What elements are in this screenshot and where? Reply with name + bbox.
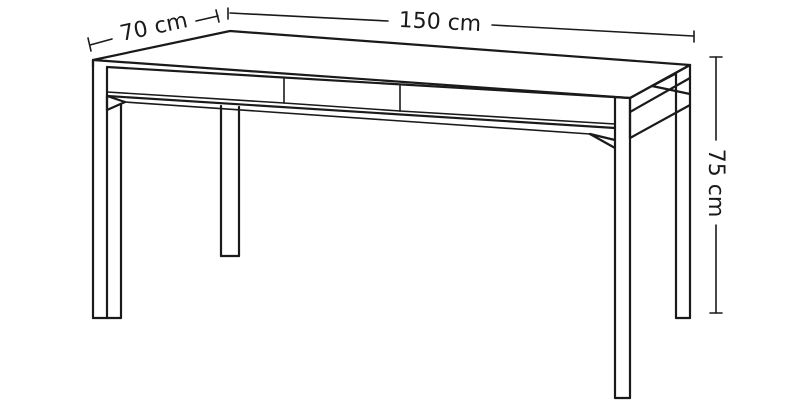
desk-top-surface bbox=[91, 29, 692, 100]
width-dimension: 150 cm bbox=[227, 7, 695, 43]
desk-drawing bbox=[91, 29, 692, 400]
leg-front-left bbox=[91, 58, 127, 320]
depth-dim-tick-left bbox=[87, 37, 92, 52]
width-dim-line-left bbox=[229, 12, 389, 22]
width-dim-line-right bbox=[491, 24, 694, 37]
height-label: 75 cm bbox=[703, 149, 728, 218]
desk-apron-top-line bbox=[105, 65, 632, 100]
leg-back-right bbox=[674, 63, 692, 320]
leg-front-right bbox=[588, 96, 632, 400]
apron-bottom-line bbox=[105, 94, 617, 130]
depth-dimension: 70 cm bbox=[87, 8, 220, 52]
apron-under-shelf-line bbox=[124, 101, 591, 135]
leg-back-left bbox=[219, 104, 241, 258]
drawer-front-middle bbox=[283, 85, 401, 112]
side-frame-right bbox=[628, 72, 692, 140]
depth-dim-tick-right bbox=[215, 9, 220, 23]
depth-dim-line-left bbox=[89, 38, 113, 46]
width-label: 150 cm bbox=[398, 8, 482, 37]
depth-dim-line-right bbox=[195, 15, 219, 22]
height-dimension: 75 cm bbox=[703, 56, 728, 314]
drawer-front-right bbox=[399, 110, 616, 125]
